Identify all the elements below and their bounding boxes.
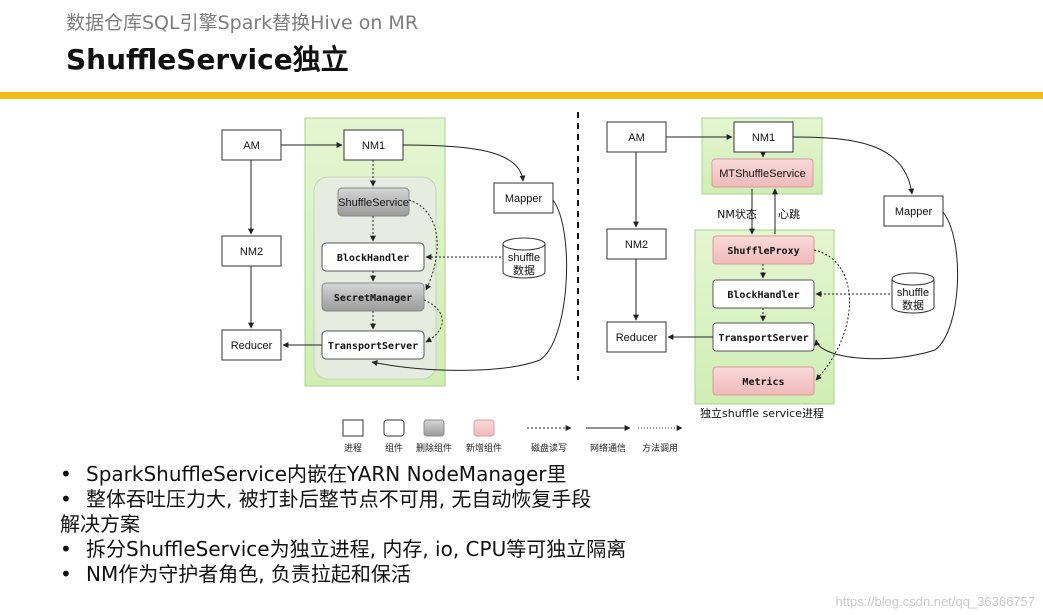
disk-label-1: shuffle: [508, 252, 540, 264]
mapper-label: Mapper: [505, 193, 543, 205]
heartbeat-label: 心跳: [778, 207, 800, 221]
bullet-item: •SparkShuffleService内嵌在YARN NodeManager里: [60, 462, 567, 486]
mt-shuffle-service-label: MTShuffleService: [719, 168, 806, 180]
watermark: https://blog.csdn.net/qq_36366757: [835, 594, 1036, 609]
legend-removed-swatch: [423, 419, 445, 437]
legend-network-label: 网络通信: [590, 442, 626, 454]
nm1-label-right: NM1: [752, 132, 775, 144]
legend-process-swatch: [342, 419, 364, 437]
metrics-label: Metrics: [742, 376, 784, 388]
mt-shuffle-service-box: [711, 158, 814, 188]
nm2-label: NM2: [240, 246, 263, 258]
right-diagram: AM NM1 MTShuffleService NM2 Reducer Mapp…: [606, 117, 959, 420]
bullet-list: •SparkShuffleService内嵌在YARN NodeManager里…: [60, 462, 626, 587]
nm2-box-right: [606, 228, 667, 260]
nm1-label: NM1: [362, 140, 385, 152]
nm-status-label: NM状态: [717, 207, 757, 221]
container-caption: 独立shuffle service进程: [700, 406, 824, 420]
mapper-label-right: Mapper: [895, 206, 933, 218]
bullet-item: •NM作为守护者角色, 负责拉起和保活: [60, 562, 411, 586]
nm2-box: [221, 235, 282, 267]
bullet-item: 解决方案: [60, 512, 140, 536]
subtitle: 数据仓库SQL引擎Spark替换Hive on MR: [66, 12, 419, 34]
block-handler-label: BlockHandler: [337, 253, 409, 264]
mapper-box-right: [883, 195, 944, 227]
slide-title: ShuffleService独立: [66, 43, 349, 76]
legend-component-label: 组件: [385, 442, 403, 454]
mapper-box: [493, 182, 554, 214]
shuffle-disk-icon: [502, 237, 546, 279]
bullet-item: •拆分ShuffleService为独立进程, 内存, io, CPU等可独立隔…: [60, 537, 627, 561]
legend-component-swatch: [383, 419, 405, 437]
disk-label-1-right: shuffle: [897, 287, 929, 299]
bullet-item: •整体吞吐压力大, 被打卦后整节点不可用, 无自动恢复手段: [60, 487, 592, 511]
metrics-box: [712, 366, 815, 396]
disk-label-2-right: 数据: [902, 298, 924, 312]
accent-bar: [0, 92, 1043, 99]
shuffle-proxy-label: ShuffleProxy: [727, 246, 799, 257]
nm2-label-right: NM2: [625, 239, 648, 251]
legend-method-label: 方法调用: [642, 442, 678, 454]
reducer-box: [221, 329, 282, 361]
am-label: AM: [243, 140, 260, 152]
transport-server-label-right: TransportServer: [718, 333, 808, 344]
am-label-right: AM: [628, 132, 645, 144]
left-diagram: AM NM1 NM2 Reducer Mapper ShuffleService…: [221, 117, 568, 387]
transport-server-label: TransportServer: [328, 341, 418, 352]
legend-new-label: 新增组件: [466, 442, 502, 454]
secret-manager-label: SecretManager: [334, 293, 412, 304]
legend-removed-label: 删除组件: [416, 442, 452, 454]
block-handler-label-right: BlockHandler: [727, 290, 799, 301]
shuffle-disk-icon-right: [891, 272, 935, 314]
legend-new-swatch: [473, 419, 495, 437]
reducer-label: Reducer: [231, 340, 273, 352]
legend: 进程 组件 删除组件 新增组件 磁盘读写 网络通信 方法调用: [342, 419, 683, 454]
legend-process-label: 进程: [344, 443, 362, 454]
legend-disk-label: 磁盘读写: [531, 442, 567, 454]
shuffle-service-label: ShuffleService: [338, 197, 409, 209]
reducer-label-right: Reducer: [616, 332, 658, 344]
disk-label-2: 数据: [513, 263, 535, 277]
am-box-right: [606, 121, 667, 153]
reducer-box-right: [606, 321, 667, 353]
